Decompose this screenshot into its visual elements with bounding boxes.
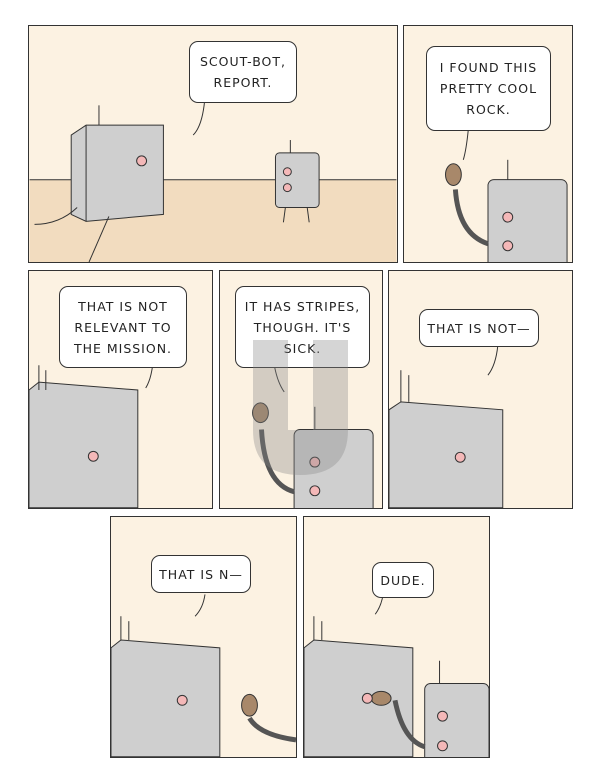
base-robot-and-scout-bot [304,594,489,757]
panel-4: IT HAS STRIPES, THOUGH. IT'S SICK. [219,270,383,509]
base-robot [389,345,504,508]
speech-bubble: IT HAS STRIPES, THOUGH. IT'S SICK. [235,286,370,368]
speech-bubble: THAT IS N— [151,555,251,593]
scene-base-and-scout [29,95,397,262]
speech-bubble: I FOUND THIS PRETTY COOL ROCK. [426,46,551,131]
panel-7: DUDE. [303,516,490,758]
speech-bubble: THAT IS NOT— [419,309,539,347]
panel-6: THAT IS N— [110,516,297,758]
panel-5: THAT IS NOT— [388,270,573,509]
base-robot-and-rock [111,594,296,757]
speech-bubble: DUDE. [372,562,434,598]
panel-1: SCOUT-BOT, REPORT. [28,25,398,263]
panel-3: THAT IS NOT RELEVANT TO THE MISSION. [28,270,213,509]
base-robot [29,365,154,508]
speech-bubble: THAT IS NOT RELEVANT TO THE MISSION. [59,286,187,368]
panel-2: I FOUND THIS PRETTY COOL ROCK. [403,25,573,263]
scout-bot-with-rock [445,130,568,262]
speech-bubble: SCOUT-BOT, REPORT. [189,41,297,103]
scout-bot-with-rock [252,365,374,508]
